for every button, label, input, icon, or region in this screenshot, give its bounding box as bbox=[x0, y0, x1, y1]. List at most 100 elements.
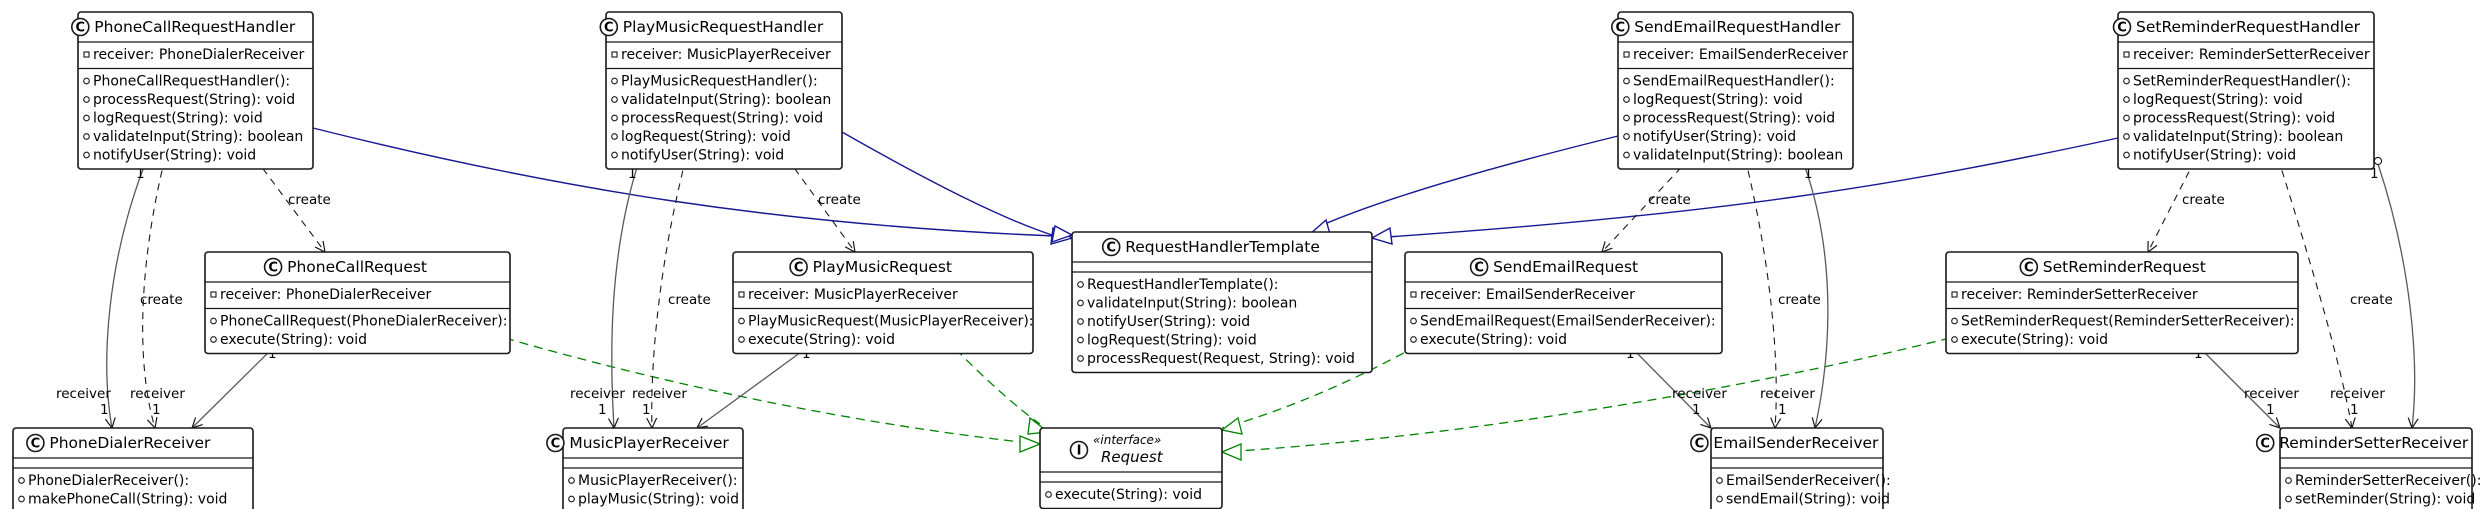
role-label: receiver bbox=[130, 386, 185, 402]
multiplicity-label: 1 bbox=[642, 402, 651, 418]
public-visibility-icon bbox=[1410, 336, 1417, 343]
dependency-email-receiver-create bbox=[1744, 157, 1776, 428]
public-visibility-icon bbox=[738, 317, 745, 325]
public-visibility-icon bbox=[2123, 96, 2130, 103]
public-visibility-icon bbox=[1077, 281, 1084, 288]
public-visibility-icon bbox=[1716, 495, 1723, 503]
method-text: PhoneCallRequestHandler(): bbox=[93, 74, 290, 90]
inheritance-music-handler bbox=[841, 131, 1056, 237]
realization-email-request bbox=[1221, 337, 1431, 429]
association-music-request bbox=[697, 343, 813, 428]
class-box-frame bbox=[1945, 251, 2299, 355]
class-icon bbox=[789, 257, 808, 277]
class-name: PlayMusicRequestHandler bbox=[623, 18, 824, 36]
class-name: PhoneCallRequest bbox=[287, 258, 427, 276]
class-glyph: C bbox=[1616, 21, 1626, 36]
create-label: create bbox=[668, 292, 711, 308]
class-icon bbox=[546, 433, 565, 453]
multiplicity-label: 1 bbox=[1778, 402, 1787, 418]
class-name: SendEmailRequestHandler bbox=[1634, 18, 1841, 36]
public-visibility-icon bbox=[2123, 77, 2130, 85]
method-text: validateInput(String): boolean bbox=[1633, 148, 1843, 164]
multiplicity-label: 1 bbox=[136, 166, 145, 182]
private-visibility-icon bbox=[611, 51, 618, 58]
realization-reminder-request bbox=[1221, 337, 1951, 453]
method-text: playMusic(String): void bbox=[578, 492, 739, 508]
realization-arrowhead-reminder bbox=[1220, 443, 1242, 461]
class-icon bbox=[26, 433, 45, 453]
role-label: receiver bbox=[1672, 386, 1727, 402]
method-text: SendEmailRequestHandler(): bbox=[1633, 74, 1835, 90]
class-glyph: C bbox=[31, 437, 41, 452]
multiplicity-label: 1 bbox=[2266, 402, 2275, 418]
inheritance-arrowhead-reminder bbox=[1370, 226, 1393, 245]
class-name: RequestHandlerTemplate bbox=[1125, 238, 1320, 256]
class-icon bbox=[2255, 433, 2275, 453]
method-text: PhoneDialerReceiver(): bbox=[28, 473, 189, 489]
class-icon bbox=[1101, 237, 1121, 257]
public-visibility-icon bbox=[210, 317, 217, 325]
association-music-handler bbox=[612, 163, 639, 428]
association-email-handler bbox=[1803, 163, 1829, 428]
method-text: SetReminderRequestHandler(): bbox=[2133, 74, 2351, 90]
dependency-music-receiver-create bbox=[652, 157, 687, 428]
create-label: create bbox=[2350, 292, 2393, 308]
class-name: EmailSenderReceiver bbox=[1713, 434, 1879, 452]
public-visibility-icon bbox=[18, 477, 25, 484]
public-visibility-icon bbox=[1077, 355, 1084, 362]
method-text: validateInput(String): boolean bbox=[2133, 129, 2343, 145]
dependency-reminder-receiver-create bbox=[2277, 157, 2352, 428]
create-label: create bbox=[1648, 192, 1691, 208]
field-text: receiver: EmailSenderReceiver bbox=[1633, 47, 1848, 63]
class-box-frame bbox=[1617, 11, 1854, 170]
association-phone-handler bbox=[107, 163, 146, 428]
association-phone-request bbox=[192, 343, 278, 428]
class-glyph: I bbox=[1077, 444, 1082, 459]
class-box-email-handler[interactable]: C SendEmailRequestHandler receiver: EmailS… bbox=[1611, 11, 1854, 170]
public-visibility-icon bbox=[611, 96, 618, 103]
stereotype-label: «interface» bbox=[1093, 433, 1161, 447]
role-label: receiver bbox=[56, 386, 111, 402]
method-text: processRequest(String): void bbox=[93, 92, 295, 108]
create-label: create bbox=[1778, 292, 1821, 308]
class-box-frame bbox=[204, 251, 511, 355]
field-text: receiver: MusicPlayerReceiver bbox=[621, 47, 831, 63]
class-name: SetReminderRequestHandler bbox=[2136, 18, 2361, 36]
multiplicity-label: 1 bbox=[2370, 166, 2379, 182]
public-visibility-icon bbox=[611, 151, 618, 159]
role-label: receiver bbox=[570, 386, 625, 402]
dependency-email-create bbox=[1602, 157, 1691, 252]
public-visibility-icon bbox=[1410, 317, 1417, 325]
method-text: notifyUser(String): void bbox=[2133, 148, 2296, 164]
method-text: MusicPlayerReceiver(): bbox=[578, 473, 738, 489]
private-visibility-icon bbox=[1951, 291, 1958, 298]
realization-arrowhead-phone bbox=[1019, 435, 1042, 453]
field-text: receiver: PhoneDialerReceiver bbox=[93, 47, 305, 63]
public-visibility-icon bbox=[1623, 96, 1630, 103]
public-visibility-icon bbox=[1623, 77, 1630, 85]
multiplicity-label: 1 bbox=[2350, 402, 2359, 418]
aggregation-end-reminder-handler bbox=[2373, 156, 2383, 166]
method-text: EmailSenderReceiver(): bbox=[1726, 473, 1891, 489]
class-box-frame bbox=[77, 11, 314, 170]
public-visibility-icon bbox=[1716, 477, 1723, 484]
class-glyph: C bbox=[1474, 261, 1484, 276]
method-text: validateInput(String): boolean bbox=[1087, 296, 1297, 312]
method-text: processRequest(String): void bbox=[621, 111, 823, 127]
create-label: create bbox=[2182, 192, 2225, 208]
role-label: receiver bbox=[2330, 386, 2385, 402]
